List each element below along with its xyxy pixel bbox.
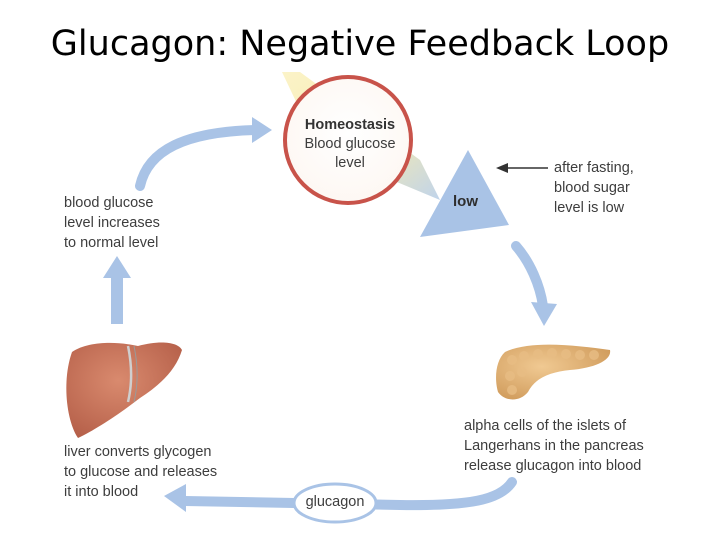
arrow-to-pancreas-head <box>531 302 557 326</box>
arrow-to-homeostasis <box>135 125 260 191</box>
homeostasis-line-1: Blood glucose <box>304 136 396 152</box>
page-title: Glucagon: Negative Feedback Loop <box>50 24 670 62</box>
liver-step-text: liver converts glycogen to glucose and r… <box>64 442 217 502</box>
stimulus-arrow-head <box>496 163 508 173</box>
arrow-up-shaft <box>111 272 123 324</box>
stimulus-note-line-2: blood sugar <box>554 180 630 196</box>
liver-step-line-3: it into blood <box>64 484 139 500</box>
homeostasis-ring <box>283 75 413 205</box>
low-label: low <box>453 193 478 210</box>
arrow-to-homeostasis-head <box>252 117 272 143</box>
stimulus-note-line-3: level is low <box>554 200 625 216</box>
glucagon-oval <box>292 482 378 524</box>
arrow-to-liver <box>180 477 517 511</box>
pancreas-step-text: alpha cells of the islets of Langerhans … <box>464 416 644 476</box>
liver-step-line-1: liver converts glycogen <box>64 444 212 460</box>
homeostasis-heading: Homeostasis <box>304 117 396 133</box>
arrow-up-head <box>103 256 131 278</box>
pancreas-step-line-3: release glucagon into blood <box>464 458 642 474</box>
liver-illustration <box>66 342 182 438</box>
homeostasis-label: Homeostasis Blood glucose level <box>290 116 410 173</box>
result-step-line-3: to normal level <box>64 235 159 251</box>
glucagon-label: glucagon <box>305 494 365 510</box>
result-step-line-1: blood glucose <box>64 195 154 211</box>
liver-step-line-2: to glucose and releases <box>64 464 218 480</box>
pancreas-step-line-2: Langerhans in the pancreas <box>464 438 644 454</box>
result-step-line-2: level increases <box>64 215 160 231</box>
pancreas-step-line-1: alpha cells of the islets of <box>464 418 627 434</box>
arrow-to-liver-head <box>164 484 186 512</box>
low-triangle <box>420 150 509 237</box>
stimulus-note-line-1: after fasting, <box>554 160 634 176</box>
stimulus-note: after fasting, blood sugar level is low <box>554 158 634 218</box>
pancreas-illustration <box>496 344 611 400</box>
homeostasis-line-2: level <box>335 155 365 171</box>
result-step-text: blood glucose level increases to normal … <box>64 193 160 253</box>
arrow-to-pancreas <box>511 241 548 311</box>
